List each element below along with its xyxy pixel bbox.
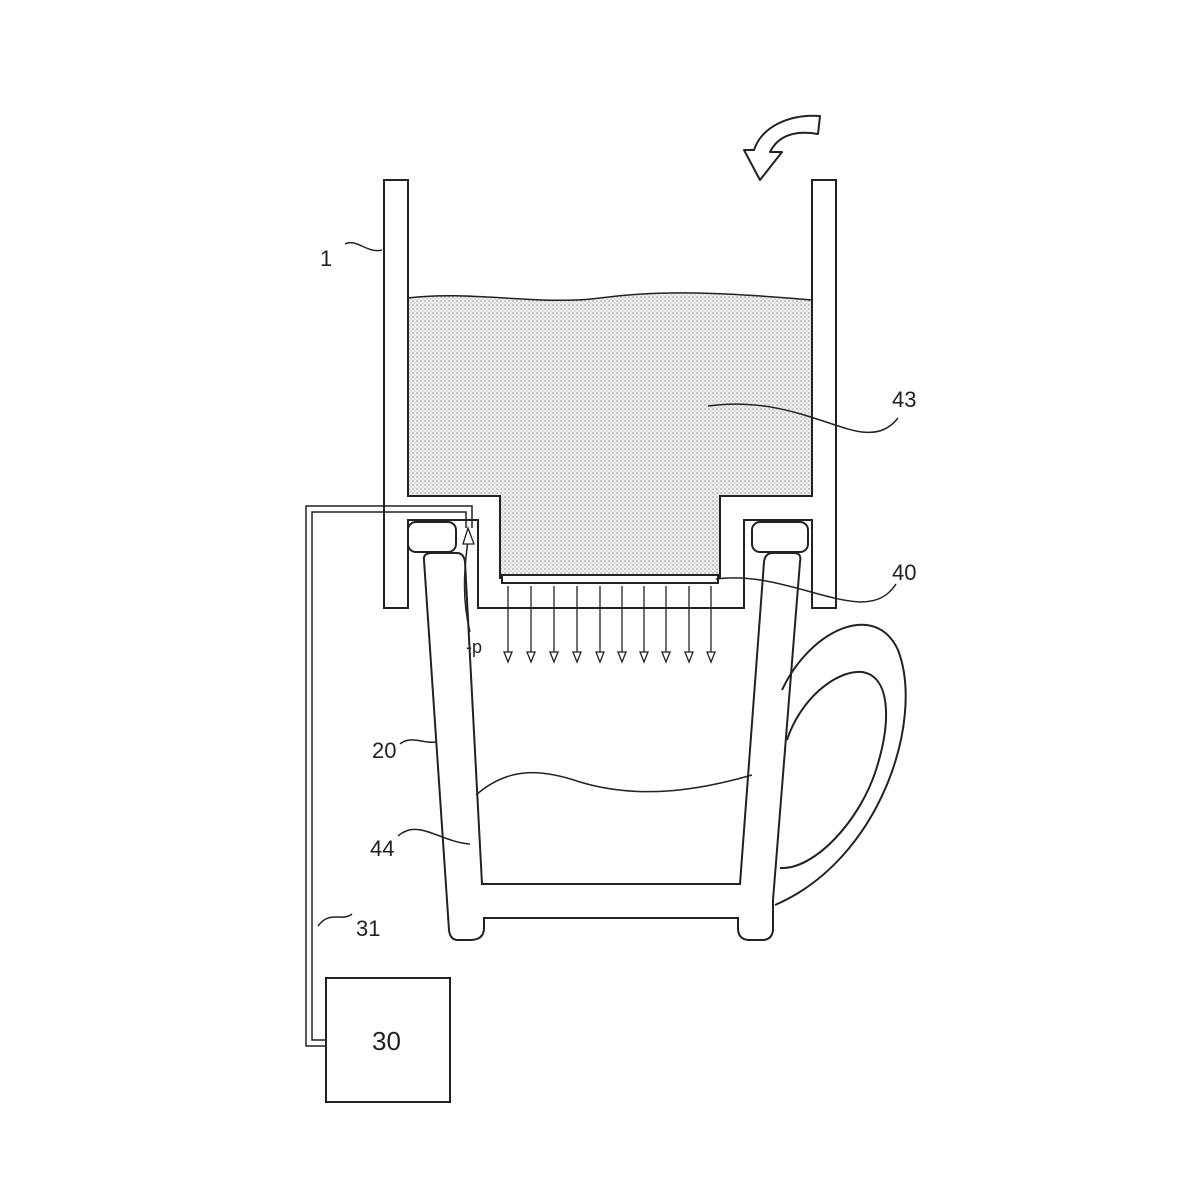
- leader-material: [707, 403, 899, 434]
- label-pressure: -p: [466, 637, 482, 657]
- seal-left: [407, 521, 457, 553]
- label-pump: 30: [372, 1026, 401, 1056]
- down-arrow-icon: [661, 586, 671, 664]
- label-tube: 31: [356, 916, 380, 941]
- liquid-surface: [475, 771, 753, 796]
- down-arrow-icon: [503, 586, 513, 664]
- leader-tube: [317, 913, 353, 927]
- vacuum-tube-outer: [305, 505, 473, 1047]
- label-material: 43: [892, 387, 916, 412]
- vacuum-tube-inner: [311, 511, 467, 1041]
- label-container: 1: [320, 246, 332, 271]
- down-arrow-icon: [572, 586, 582, 664]
- up-arrow-icon: [462, 525, 475, 545]
- material-fill: [408, 292, 812, 578]
- label-liquid: 44: [370, 836, 394, 861]
- cup-body: [422, 552, 802, 941]
- cup-handle-inner: [779, 670, 888, 870]
- down-arrow-icon: [684, 586, 694, 664]
- cup-handle-outer: [774, 623, 907, 906]
- leader-liquid: [397, 828, 471, 845]
- seal-right: [751, 521, 809, 553]
- down-arrow-icon: [706, 586, 716, 664]
- leader-container: [344, 241, 383, 252]
- material-surface: [407, 292, 813, 302]
- container-wall: [383, 179, 837, 609]
- filter-plate: [501, 574, 719, 584]
- curved-arrow-icon: [743, 114, 821, 181]
- leader-cup: [399, 739, 437, 745]
- down-arrow-icon: [526, 586, 536, 664]
- leader-filter: [715, 577, 897, 603]
- pump-box: [325, 977, 451, 1103]
- suction-arrow-line: [463, 539, 471, 633]
- down-arrow-icon: [617, 586, 627, 664]
- label-cup: 20: [372, 738, 396, 763]
- flow-arrows: [503, 586, 716, 664]
- down-arrow-icon: [549, 586, 559, 664]
- down-arrow-icon: [595, 586, 605, 664]
- down-arrow-icon: [639, 586, 649, 664]
- label-filter: 40: [892, 560, 916, 585]
